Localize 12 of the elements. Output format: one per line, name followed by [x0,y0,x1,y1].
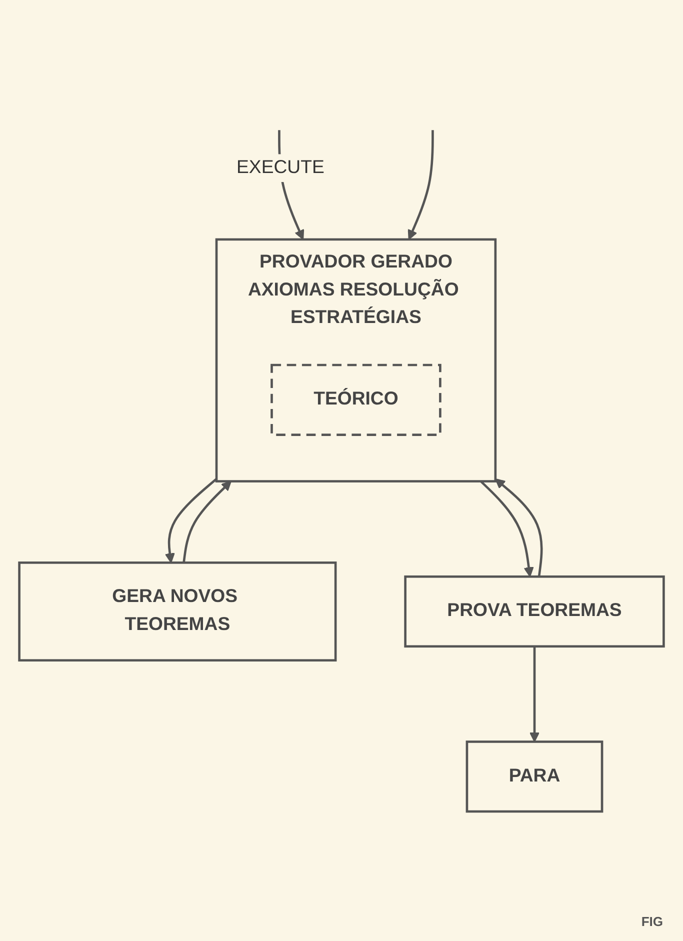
arrow [182,480,232,563]
edge-label: EXECUTE [236,158,324,178]
node-box: PARA [466,740,604,813]
arrow [408,130,434,240]
arrow [494,478,543,577]
arrow [480,480,534,578]
node-box: TEÓRICO [270,364,442,436]
arrow [164,478,218,564]
figure-label: FIG [641,914,663,929]
node-box: GERA NOVOS TEOREMAS [18,562,337,662]
arrow [529,646,540,742]
node-box: PROVA TEOREMAS [404,576,665,648]
